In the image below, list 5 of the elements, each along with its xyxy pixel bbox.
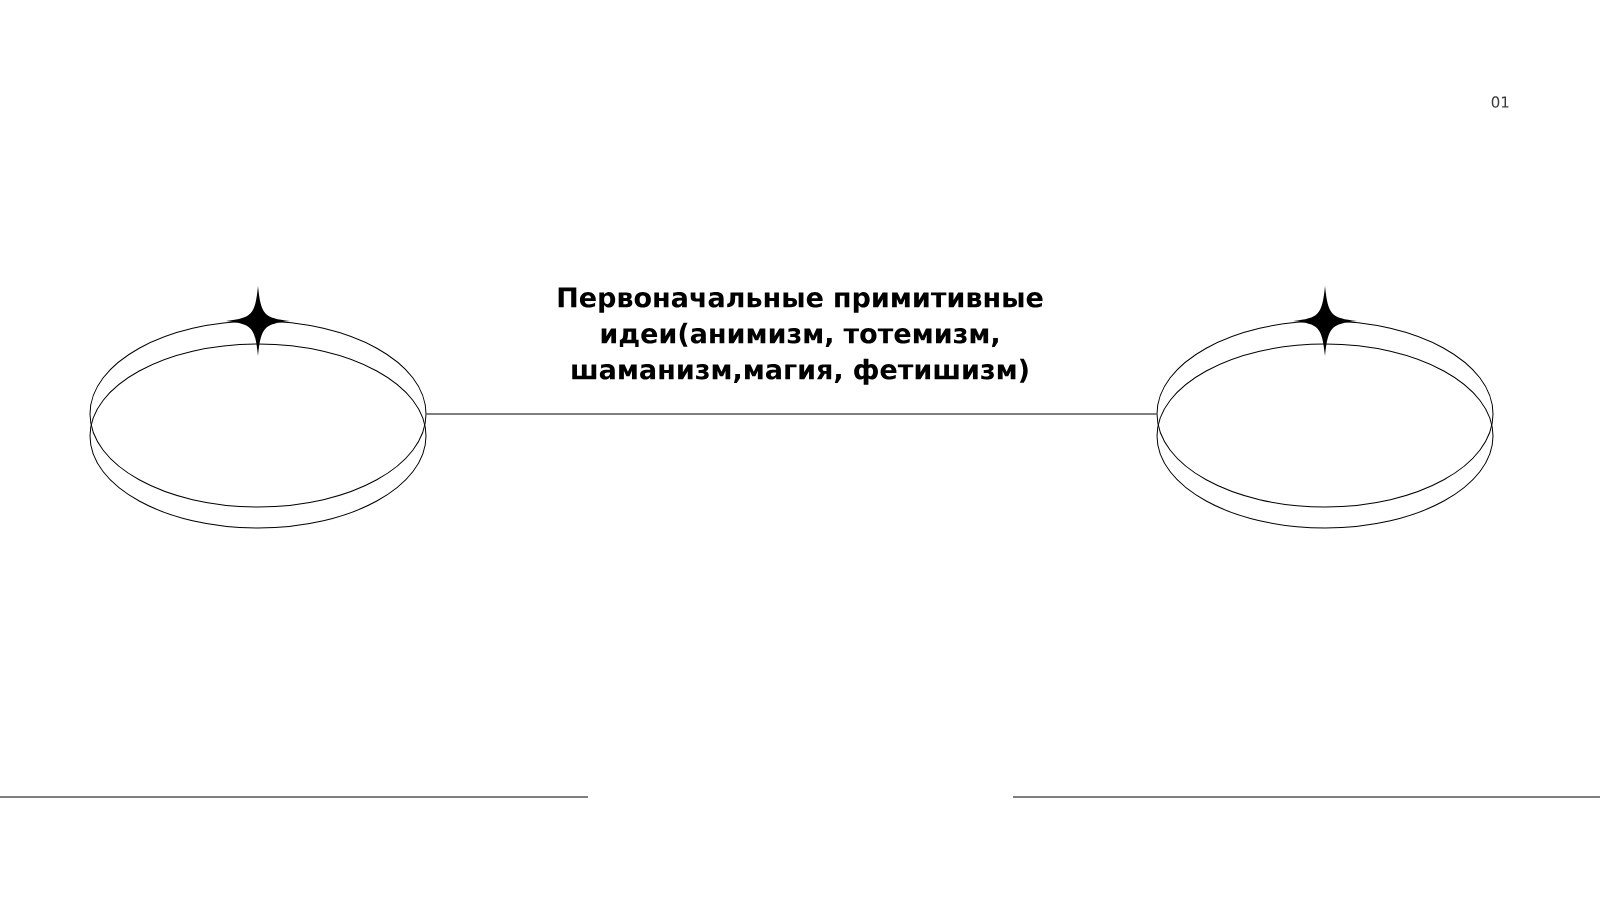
title: Первоначальные примитивные идеи(анимизм, тотемизм, шаманизм,магия, фетишизм) — [558, 287, 1043, 385]
connector-line — [426, 413, 1157, 415]
ring-drawing — [89, 320, 427, 529]
page-number: 01 — [1491, 96, 1509, 108]
ring-drawing — [1156, 320, 1494, 529]
